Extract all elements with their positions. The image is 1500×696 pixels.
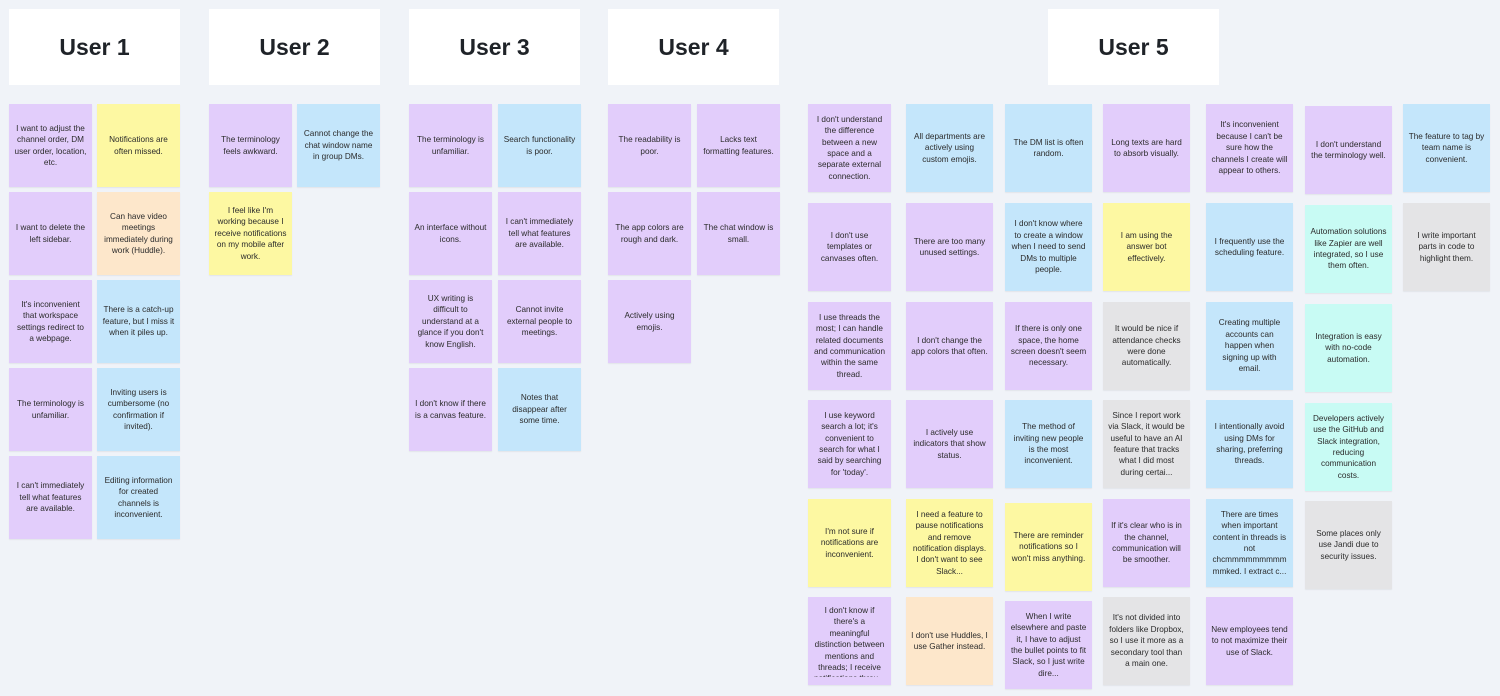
sticky-note[interactable]: I don't understand the terminology well. bbox=[1305, 106, 1392, 194]
sticky-note[interactable]: UX writing is difficult to understand at… bbox=[409, 280, 492, 363]
sticky-note[interactable]: It's inconvenient that workspace setting… bbox=[9, 280, 92, 363]
sticky-note[interactable]: Creating multiple accounts can happen wh… bbox=[1206, 302, 1293, 390]
sticky-note[interactable]: The terminology is unfamiliar. bbox=[9, 368, 92, 451]
sticky-note[interactable]: If it's clear who is in the channel, com… bbox=[1103, 499, 1190, 587]
sticky-note[interactable]: Inviting users is cumbersome (no confirm… bbox=[97, 368, 180, 451]
sticky-note[interactable]: Notifications are often missed. bbox=[97, 104, 180, 187]
sticky-note[interactable]: Some places only use Jandi due to securi… bbox=[1305, 501, 1392, 589]
sticky-note[interactable]: Can have video meetings immediately duri… bbox=[97, 192, 180, 275]
sticky-note[interactable]: There are reminder notifications so I wo… bbox=[1005, 503, 1092, 591]
sticky-note[interactable]: Automation solutions like Zapier are wel… bbox=[1305, 205, 1392, 293]
sticky-note[interactable]: The terminology feels awkward. bbox=[209, 104, 292, 187]
sticky-note[interactable]: I frequently use the scheduling feature. bbox=[1206, 203, 1293, 291]
user2-header: User 2 bbox=[209, 9, 380, 85]
sticky-note[interactable]: Search functionality is poor. bbox=[498, 104, 581, 187]
sticky-note[interactable]: I'm not sure if notifications are inconv… bbox=[808, 499, 891, 587]
sticky-note[interactable]: It's not divided into folders like Dropb… bbox=[1103, 597, 1190, 685]
sticky-note[interactable]: I intentionally avoid using DMs for shar… bbox=[1206, 400, 1293, 488]
sticky-note[interactable]: I can't immediately tell what features a… bbox=[9, 456, 92, 539]
sticky-note[interactable]: There are too many unused settings. bbox=[906, 203, 993, 291]
sticky-note[interactable]: I write important parts in code to highl… bbox=[1403, 203, 1490, 291]
sticky-note[interactable]: The method of inviting new people is the… bbox=[1005, 400, 1092, 488]
sticky-note[interactable]: It's inconvenient because I can't be sur… bbox=[1206, 104, 1293, 192]
sticky-note[interactable]: I can't immediately tell what features a… bbox=[498, 192, 581, 275]
sticky-note[interactable]: All departments are actively using custo… bbox=[906, 104, 993, 192]
sticky-note[interactable]: The feature to tag by team name is conve… bbox=[1403, 104, 1490, 192]
sticky-note[interactable]: New employees tend to not maximize their… bbox=[1206, 597, 1293, 685]
sticky-note[interactable]: Cannot change the chat window name in gr… bbox=[297, 104, 380, 187]
sticky-note[interactable]: I don't use templates or canvases often. bbox=[808, 203, 891, 291]
sticky-note[interactable]: I use keyword search a lot; it's conveni… bbox=[808, 400, 891, 488]
sticky-note[interactable]: I need a feature to pause notifications … bbox=[906, 499, 993, 587]
sticky-note[interactable]: I am using the answer bot effectively. bbox=[1103, 203, 1190, 291]
sticky-note[interactable]: Lacks text formatting features. bbox=[697, 104, 780, 187]
sticky-note[interactable]: I don't understand the difference betwee… bbox=[808, 104, 891, 192]
user3-header: User 3 bbox=[409, 9, 580, 85]
sticky-note[interactable]: Notes that disappear after some time. bbox=[498, 368, 581, 451]
user5-header: User 5 bbox=[1048, 9, 1219, 85]
sticky-note[interactable]: I don't know if there is a canvas featur… bbox=[409, 368, 492, 451]
sticky-note[interactable]: I want to adjust the channel order, DM u… bbox=[9, 104, 92, 187]
sticky-note[interactable]: I don't change the app colors that often… bbox=[906, 302, 993, 390]
sticky-note[interactable]: The terminology is unfamiliar. bbox=[409, 104, 492, 187]
user4-header: User 4 bbox=[608, 9, 779, 85]
sticky-note[interactable]: The DM list is often random. bbox=[1005, 104, 1092, 192]
sticky-note[interactable]: Since I report work via Slack, it would … bbox=[1103, 400, 1190, 488]
sticky-note[interactable]: There are times when important content i… bbox=[1206, 499, 1293, 587]
sticky-note[interactable]: I don't know where to create a window wh… bbox=[1005, 203, 1092, 291]
sticky-note[interactable]: It would be nice if attendance checks we… bbox=[1103, 302, 1190, 390]
sticky-note[interactable]: I don't know if there's a meaningful dis… bbox=[808, 597, 891, 685]
sticky-note[interactable]: The readability is poor. bbox=[608, 104, 691, 187]
sticky-note[interactable]: The app colors are rough and dark. bbox=[608, 192, 691, 275]
sticky-note[interactable]: I feel like I'm working because I receiv… bbox=[209, 192, 292, 275]
sticky-note[interactable]: Integration is easy with no-code automat… bbox=[1305, 304, 1392, 392]
sticky-note[interactable]: When I write elsewhere and paste it, I h… bbox=[1005, 601, 1092, 689]
sticky-note[interactable]: I want to delete the left sidebar. bbox=[9, 192, 92, 275]
sticky-note[interactable]: The chat window is small. bbox=[697, 192, 780, 275]
sticky-note[interactable]: Actively using emojis. bbox=[608, 280, 691, 363]
sticky-note[interactable]: An interface without icons. bbox=[409, 192, 492, 275]
sticky-note[interactable]: I actively use indicators that show stat… bbox=[906, 400, 993, 488]
sticky-note[interactable]: Long texts are hard to absorb visually. bbox=[1103, 104, 1190, 192]
sticky-note[interactable]: There is a catch-up feature, but I miss … bbox=[97, 280, 180, 363]
user1-header: User 1 bbox=[9, 9, 180, 85]
sticky-note[interactable]: Cannot invite external people to meeting… bbox=[498, 280, 581, 363]
sticky-note[interactable]: I use threads the most; I can handle rel… bbox=[808, 302, 891, 390]
sticky-note[interactable]: If there is only one space, the home scr… bbox=[1005, 302, 1092, 390]
sticky-note[interactable]: Developers actively use the GitHub and S… bbox=[1305, 403, 1392, 491]
sticky-note[interactable]: Editing information for created channels… bbox=[97, 456, 180, 539]
sticky-note[interactable]: I don't use Huddles, I use Gather instea… bbox=[906, 597, 993, 685]
